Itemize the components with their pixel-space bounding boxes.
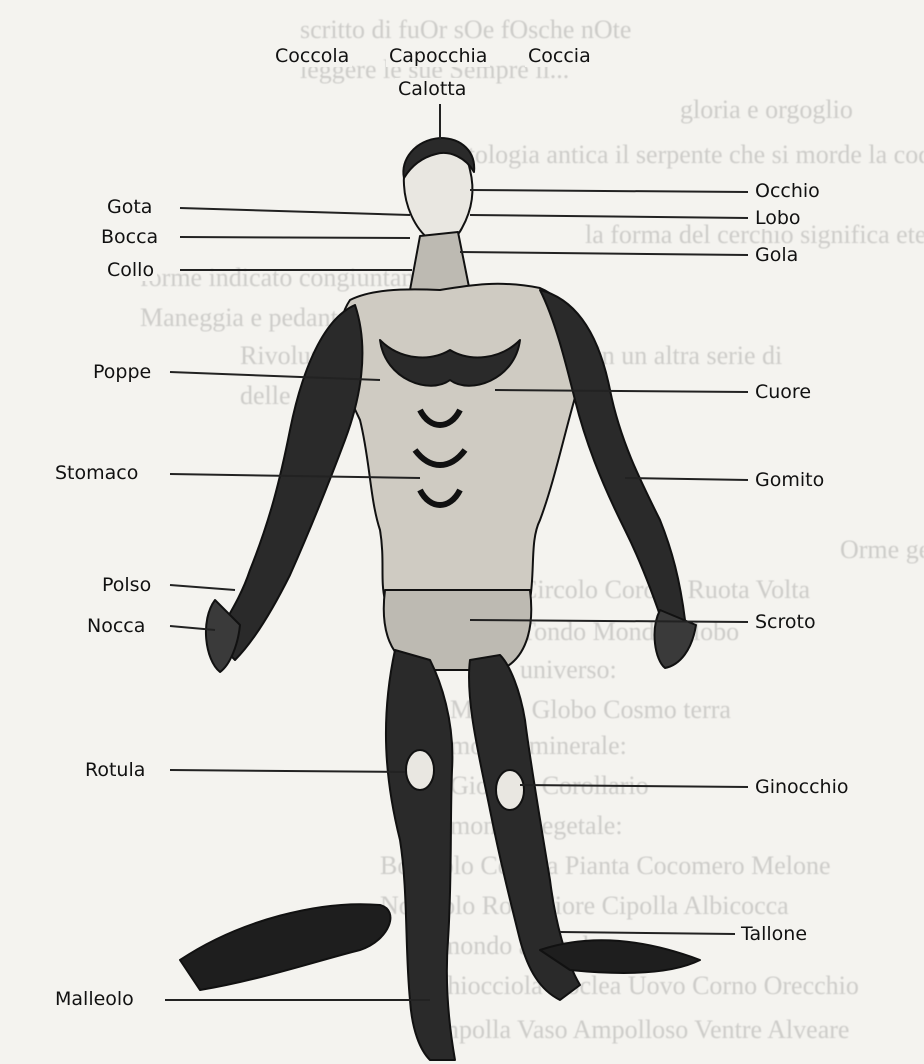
label-gola: Gola bbox=[752, 244, 801, 266]
label-bocca: Bocca bbox=[98, 226, 161, 248]
label-coccola: Coccola bbox=[272, 45, 352, 67]
figure-neck bbox=[410, 232, 470, 292]
label-gota: Gota bbox=[104, 196, 155, 218]
label-ginocchio: Ginocchio bbox=[752, 776, 852, 798]
figure-hand-right bbox=[655, 610, 696, 668]
leader-line-gola bbox=[460, 252, 748, 255]
leader-line-polso bbox=[170, 585, 235, 590]
label-tallone: Tallone bbox=[738, 923, 810, 945]
label-capocchia: Capocchia bbox=[386, 45, 490, 67]
leader-line-gota bbox=[180, 208, 410, 215]
label-stomaco: Stomaco bbox=[52, 462, 141, 484]
label-cuore: Cuore bbox=[752, 381, 814, 403]
label-malleolo: Malleolo bbox=[52, 988, 137, 1010]
leader-line-lobo bbox=[470, 215, 748, 218]
label-nocca: Nocca bbox=[84, 615, 148, 637]
label-coccia: Coccia bbox=[525, 45, 594, 67]
figure-arm-right bbox=[540, 290, 685, 630]
leader-line-occhio bbox=[470, 190, 748, 192]
figure-leg-left bbox=[386, 650, 455, 1060]
leader-line-tallone bbox=[560, 932, 735, 934]
label-rotula: Rotula bbox=[82, 759, 148, 781]
leader-line-bocca bbox=[180, 237, 410, 238]
label-scroto: Scroto bbox=[752, 611, 819, 633]
leader-line-ginocchio bbox=[520, 785, 748, 787]
label-lobo: Lobo bbox=[752, 207, 804, 229]
leader-line-rotula bbox=[170, 770, 405, 772]
label-calotta: Calotta bbox=[395, 78, 469, 100]
figure-torso bbox=[339, 284, 583, 600]
figure-arm-left bbox=[215, 305, 362, 660]
label-poppe: Poppe bbox=[90, 361, 154, 383]
label-occhio: Occhio bbox=[752, 180, 823, 202]
label-gomito: Gomito bbox=[752, 469, 827, 491]
leader-line-gomito bbox=[625, 478, 748, 480]
figure-ground-shadow bbox=[180, 904, 390, 990]
label-polso: Polso bbox=[99, 574, 154, 596]
label-collo: Collo bbox=[104, 259, 157, 281]
